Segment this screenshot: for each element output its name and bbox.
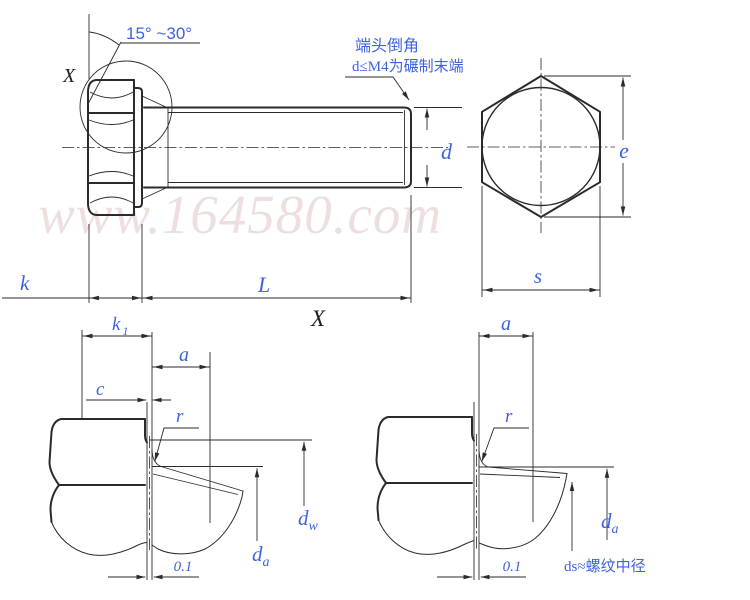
dim-r-right: r	[481, 406, 529, 462]
end-view: e s	[467, 58, 631, 297]
dim-L: L	[142, 195, 412, 303]
fillet-curve	[478, 449, 489, 468]
fillet-cone-top	[141, 95, 169, 109]
chamfer-ext-line	[87, 41, 122, 105]
facet-arc-3	[88, 171, 134, 177]
shank-break-line	[151, 490, 244, 555]
head-section	[48, 418, 148, 556]
head-outline	[87, 79, 135, 216]
break-line	[51, 521, 148, 556]
dim-c-label: c	[96, 379, 105, 400]
dim-a-label: a	[179, 344, 189, 366]
note-line-1: 端头倒角	[355, 37, 419, 55]
dim-r-label: r	[505, 406, 513, 427]
dim-washer-offset-right: 0.1	[437, 559, 526, 580]
dim-a-label: a	[501, 313, 511, 335]
dim-d-label: d	[441, 139, 453, 164]
detail-circle	[79, 60, 173, 154]
washer-face-section	[146, 332, 312, 580]
leader-arrow	[481, 427, 529, 462]
shank	[141, 95, 412, 200]
main-view: 15° ~30° X 端头倒角 d≤M4为碾制末端 d k	[2, 14, 464, 331]
dim-da-label: da	[601, 509, 619, 537]
head-section	[375, 416, 475, 555]
angle-dimension: 15° ~30°	[87, 14, 200, 105]
hex-head-side	[87, 79, 143, 216]
head-outline	[375, 416, 473, 484]
note-leader-arrow	[345, 76, 410, 101]
ds-note-label: ds≈螺纹中径	[564, 558, 646, 575]
detail-view-right: a r da ds≈螺纹中径 0.1	[375, 313, 646, 580]
thread-runout-top	[487, 466, 568, 474]
ds-note: ds≈螺纹中径	[564, 482, 646, 575]
head-lower-edge	[49, 484, 60, 523]
end-chamfer-note: 端头倒角 d≤M4为碾制末端	[345, 37, 464, 101]
dim-da-left: da	[252, 468, 270, 570]
shank-outline	[143, 106, 412, 189]
dim-e: e	[544, 75, 631, 218]
facet-arc-1	[89, 91, 134, 99]
dim-L-label: L	[257, 272, 270, 297]
dim-washer-offset-left: 0.1	[108, 559, 199, 580]
dim-e-label: e	[619, 138, 629, 163]
leader-arrow	[154, 427, 199, 462]
head-outline	[48, 418, 146, 486]
dim-a-right: a	[479, 313, 534, 522]
fillet-cone-bottom	[141, 186, 169, 200]
thread-runout-bottom	[479, 473, 561, 478]
facet-arc-2	[88, 119, 134, 125]
detail-title-x: X	[310, 306, 326, 331]
fillet-curve	[151, 449, 162, 467]
dim-k-label: k	[20, 271, 30, 295]
detail-marker-x: X	[62, 65, 76, 87]
dim-d: d	[414, 107, 462, 188]
dim-da-label: da	[252, 542, 270, 570]
dim-a-left: a	[152, 344, 211, 523]
dim-dw: dw	[298, 441, 319, 534]
angle-arc	[89, 31, 120, 46]
washer-face	[133, 87, 143, 208]
dim-01-label: 0.1	[503, 559, 522, 575]
note-line-2: d≤M4为碾制末端	[352, 58, 464, 75]
head-lower-edge	[376, 482, 387, 521]
dim-r-left: r	[154, 406, 199, 462]
angle-label: 15° ~30°	[126, 24, 192, 43]
dim-dw-label: dw	[298, 506, 319, 534]
dim-01-label: 0.1	[174, 559, 193, 575]
thread-runout-bottom	[152, 473, 239, 495]
shank-break-line	[478, 473, 568, 550]
facet-arc-4	[89, 196, 134, 204]
thread-runout-top	[160, 466, 244, 492]
dim-s: s	[481, 186, 601, 297]
hexagon	[481, 75, 601, 218]
dim-s-label: s	[534, 264, 542, 288]
dim-da-right: da	[601, 468, 619, 540]
dim-r-label: r	[176, 406, 184, 427]
washer-face-section	[473, 332, 614, 580]
break-line	[378, 519, 475, 555]
inscribed-circle	[481, 86, 601, 207]
dim-c: c	[86, 379, 171, 403]
